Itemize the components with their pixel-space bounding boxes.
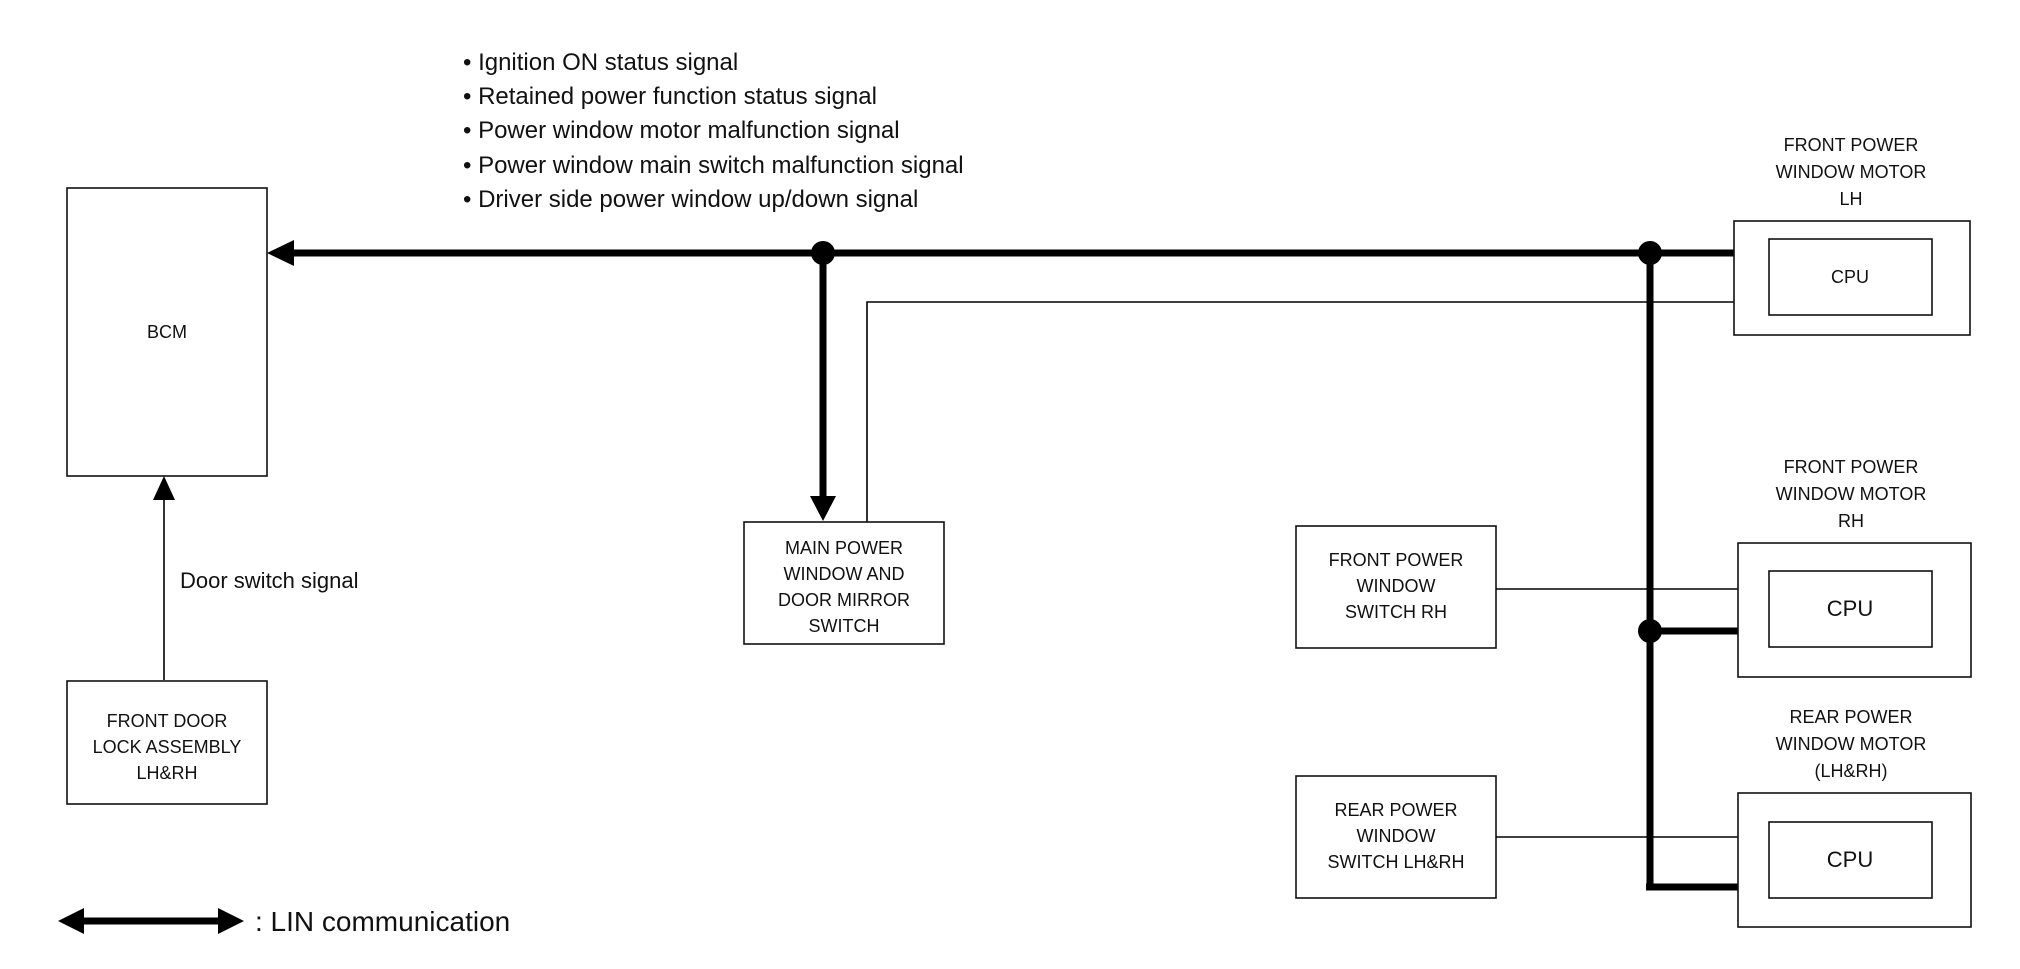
motor-rear-cpu-box [1768, 821, 1933, 899]
bcm-block: BCM [66, 187, 268, 477]
front-door-lock-block: FRONT DOOR LOCK ASSEMBLY LH&RH [66, 680, 268, 805]
motor-rear-title-line: REAR POWER [1789, 707, 1912, 727]
rear-switch-label-line: REAR POWER [1334, 800, 1457, 820]
motor-front-rh-title-line: WINDOW MOTOR [1776, 484, 1927, 504]
motor-front-lh-title-line: LH [1839, 189, 1862, 209]
front-switch-rh-label-line: FRONT POWER [1329, 550, 1464, 570]
motor-front-rh-title-line: RH [1838, 511, 1864, 531]
front-switch-rh-block: FRONT POWER WINDOW SWITCH RH [1295, 525, 1497, 649]
main-switch-block: MAIN POWER WINDOW AND DOOR MIRROR SWITCH [743, 521, 945, 645]
door-switch-arrowhead [153, 476, 175, 500]
front-door-lock-label-line: LOCK ASSEMBLY [93, 737, 242, 757]
main-switch-box [743, 521, 945, 645]
front-switch-rh-label-line: SWITCH RH [1345, 602, 1447, 622]
front-door-lock-label-line: FRONT DOOR [107, 711, 228, 731]
main-switch-arrowhead [810, 496, 836, 521]
motor-rear-title-line: WINDOW MOTOR [1776, 734, 1927, 754]
main-switch-label-line: WINDOW AND [784, 564, 905, 584]
motor-front-lh-cpu-label: CPU [1831, 267, 1869, 287]
rear-switch-label-line: WINDOW [1357, 826, 1436, 846]
motor-front-rh-title-line: FRONT POWER [1784, 457, 1919, 477]
motor-front-lh-cpu-box [1768, 238, 1933, 316]
signal-item: • Driver side power window up/down signa… [463, 186, 918, 213]
legend: : LIN communication [58, 906, 510, 937]
motor-front-lh-block: FRONT POWER WINDOW MOTOR LH CPU [1733, 135, 1971, 336]
legend-arrowhead-left [58, 908, 84, 934]
signal-list: • Ignition ON status signal • Retained p… [463, 49, 964, 213]
signal-item: • Retained power function status signal [463, 83, 877, 110]
main-switch-to-motor-lh-line [866, 301, 1750, 523]
rear-switch-block: REAR POWER WINDOW SWITCH LH&RH [1295, 775, 1497, 899]
signal-item: • Ignition ON status signal [463, 49, 738, 76]
bcm-arrowhead [267, 240, 294, 266]
motor-rear-title-line: (LH&RH) [1814, 761, 1887, 781]
front-door-lock-box [66, 680, 268, 805]
signal-item: • Power window motor malfunction signal [463, 117, 900, 144]
bus-junction-dot [811, 241, 835, 265]
motor-front-rh-cpu-box [1768, 570, 1933, 648]
motor-rear-cpu-label: CPU [1827, 847, 1873, 872]
bcm-box [66, 187, 268, 477]
legend-arrowhead-right [218, 908, 244, 934]
motor-front-rh-block: FRONT POWER WINDOW MOTOR RH CPU [1737, 457, 1972, 678]
legend-label: : LIN communication [255, 906, 510, 937]
bcm-label: BCM [147, 322, 187, 342]
main-switch-label-line: SWITCH [809, 616, 880, 636]
motor-front-rh-cpu-label: CPU [1827, 596, 1873, 621]
rear-switch-label-line: SWITCH LH&RH [1327, 852, 1464, 872]
motor-front-lh-title-line: FRONT POWER [1784, 135, 1919, 155]
main-switch-label-line: DOOR MIRROR [778, 590, 910, 610]
front-switch-rh-label-line: WINDOW [1357, 576, 1436, 596]
bus-junction-dot [1638, 241, 1662, 265]
front-switch-rh-box [1295, 525, 1497, 649]
signal-item: • Power window main switch malfunction s… [463, 152, 964, 179]
door-switch-signal-label: Door switch signal [180, 568, 359, 593]
front-door-lock-label-line: LH&RH [136, 763, 197, 783]
motor-front-lh-title-line: WINDOW MOTOR [1776, 162, 1927, 182]
main-switch-label-line: MAIN POWER [785, 538, 903, 558]
motor-rear-block: REAR POWER WINDOW MOTOR (LH&RH) CPU [1737, 707, 1972, 928]
rear-switch-box [1295, 775, 1497, 899]
